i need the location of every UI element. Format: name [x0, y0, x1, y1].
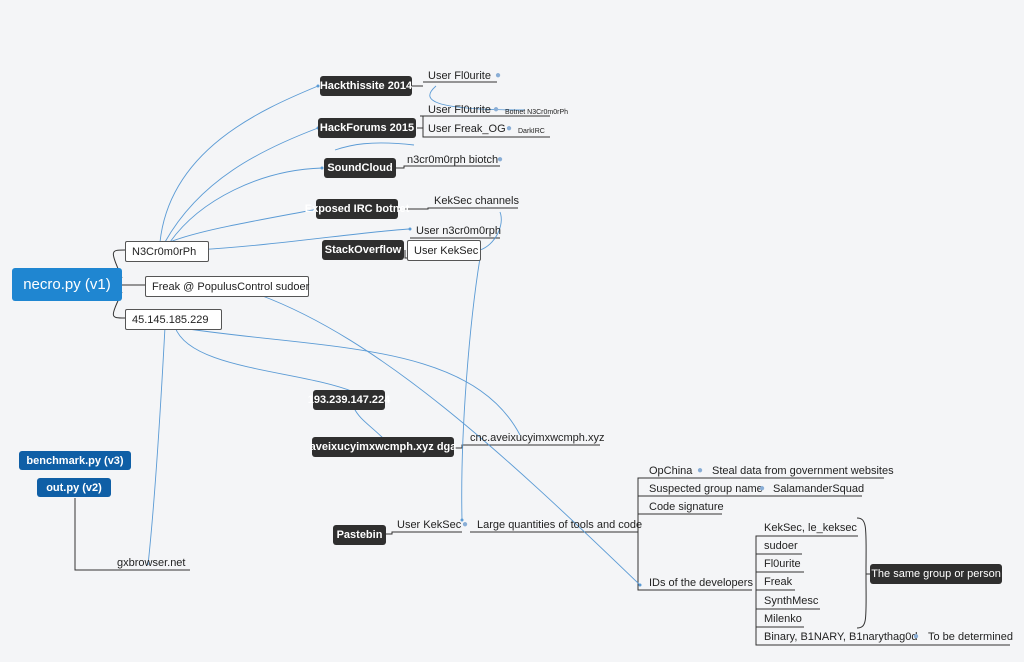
label-tools: Large quantities of tools and code [477, 519, 643, 531]
label-suspected: Suspected group name [649, 483, 763, 495]
brace-developers [856, 517, 867, 629]
label-suspected-detail: SalamanderSquad [773, 483, 865, 495]
label-sc-user: n3cr0m0rph biotch [407, 154, 499, 166]
relation-sc-link [334, 142, 415, 151]
label-hf-darkirc: DarkIRC [518, 128, 545, 135]
node-conclusion[interactable]: The same group or person [870, 564, 1002, 584]
node-out[interactable]: out.py (v2) [37, 478, 111, 497]
relation-gx-ip1 [147, 326, 166, 566]
label-hf-user2: User Freak_OG [428, 123, 506, 135]
label-hf-user1: User Fl0urite [428, 104, 491, 116]
developer-item: Freak [764, 576, 793, 588]
label-irc-channels: KekSec channels [434, 195, 519, 207]
relation-n3cr-hts [159, 85, 319, 243]
connector-findings [637, 477, 645, 591]
bullet-icon: ● [913, 631, 920, 642]
relation-so-pastebin [461, 257, 481, 521]
label-tbd: To be determined [928, 631, 1013, 643]
node-soundcloud[interactable]: SoundCloud [324, 158, 396, 178]
node-label: Freak @ PopulusControl sudoer [152, 280, 310, 293]
line-pastebin-user [386, 531, 462, 535]
bullet-icon: ● [759, 483, 766, 494]
bullet-icon: ● [506, 123, 513, 134]
relation-n3cr-so [195, 228, 411, 251]
node-label: User KekSec [414, 244, 479, 257]
node-n3cr0m0rph[interactable]: N3Cr0m0rPh [125, 241, 209, 262]
label-hf-botnet: Botnet N3Cr0m0rPh [505, 109, 569, 116]
label-gxbrowser: gxbrowser.net [117, 557, 186, 569]
developer-item: Milenko [764, 613, 802, 625]
developer-item: sudoer [764, 540, 798, 552]
developer-item: Fl0urite [764, 558, 801, 570]
connector-hf-users [417, 115, 426, 138]
relation-ip1-ip2 [174, 326, 355, 393]
node-label: N3Cr0m0rPh [132, 245, 197, 258]
connector-gx [74, 498, 190, 571]
label-so-user-n3: User n3cr0m0rph [416, 225, 501, 237]
connector-irc-channels [397, 207, 518, 210]
developer-item: KekSec, le_keksec [764, 522, 857, 534]
node-dga[interactable]: aveixucyimxwcmph.xyz dga [310, 437, 456, 457]
connector-cnc [450, 444, 600, 449]
relation-freak-ids [259, 294, 641, 586]
relation-hts-botnet [429, 85, 526, 111]
relation-n3cr-irc [169, 208, 319, 243]
connector-hts-user [412, 81, 497, 87]
developer-item: SynthMesc [764, 595, 819, 607]
node-pastebin[interactable]: Pastebin [333, 525, 386, 545]
label-opchina-detail: Steal data from government websites [712, 465, 894, 477]
node-freak[interactable]: Freak @ PopulusControl sudoer [145, 276, 309, 297]
lines-developers [760, 535, 1010, 646]
relation-ip2-dga [353, 407, 386, 441]
node-label: 45.145.185.229 [132, 313, 209, 326]
bullet-icon: ● [697, 465, 704, 476]
developer-item: Binary, B1NARY, B1narythag0d [764, 631, 918, 643]
node-stackoverflow[interactable]: StackOverflow [322, 240, 404, 260]
node-benchmark[interactable]: benchmark.py (v3) [19, 451, 131, 470]
label-opchina: OpChina [649, 465, 693, 477]
bullet-icon: ● [462, 519, 469, 530]
node-so-keksec[interactable]: User KekSec [407, 240, 481, 261]
relation-cnc-ip1 [174, 326, 521, 436]
bullet-icon: ● [493, 104, 500, 115]
connector-sc-user [395, 165, 500, 169]
connector-developers [755, 535, 760, 646]
label-hts-user: User Fl0urite [428, 70, 491, 82]
node-ip2[interactable]: 193.239.147.224 [308, 390, 390, 410]
node-hackthissite[interactable]: Hackthissite 2014 [320, 76, 412, 96]
label-codesig: Code signature [649, 501, 724, 513]
bullet-icon: ● [495, 70, 502, 81]
node-ip1[interactable]: 45.145.185.229 [125, 309, 222, 330]
label-pastebin-user: User KekSec [397, 519, 462, 531]
bullet-icon: ● [497, 154, 504, 165]
relation-n3cr-hf [164, 127, 319, 243]
label-cnc: cnc.aveixucyimxwcmph.xyz [470, 432, 605, 444]
node-hackforums[interactable]: HackForums 2015 [318, 118, 416, 138]
relation-irc-so [479, 211, 502, 251]
node-irc-botnet[interactable]: Exposed IRC botnet [305, 199, 409, 219]
root-node[interactable]: necro.py (v1) [12, 268, 122, 301]
label-ids: IDs of the developers [649, 577, 753, 589]
relation-n3cr-sc [169, 167, 323, 243]
